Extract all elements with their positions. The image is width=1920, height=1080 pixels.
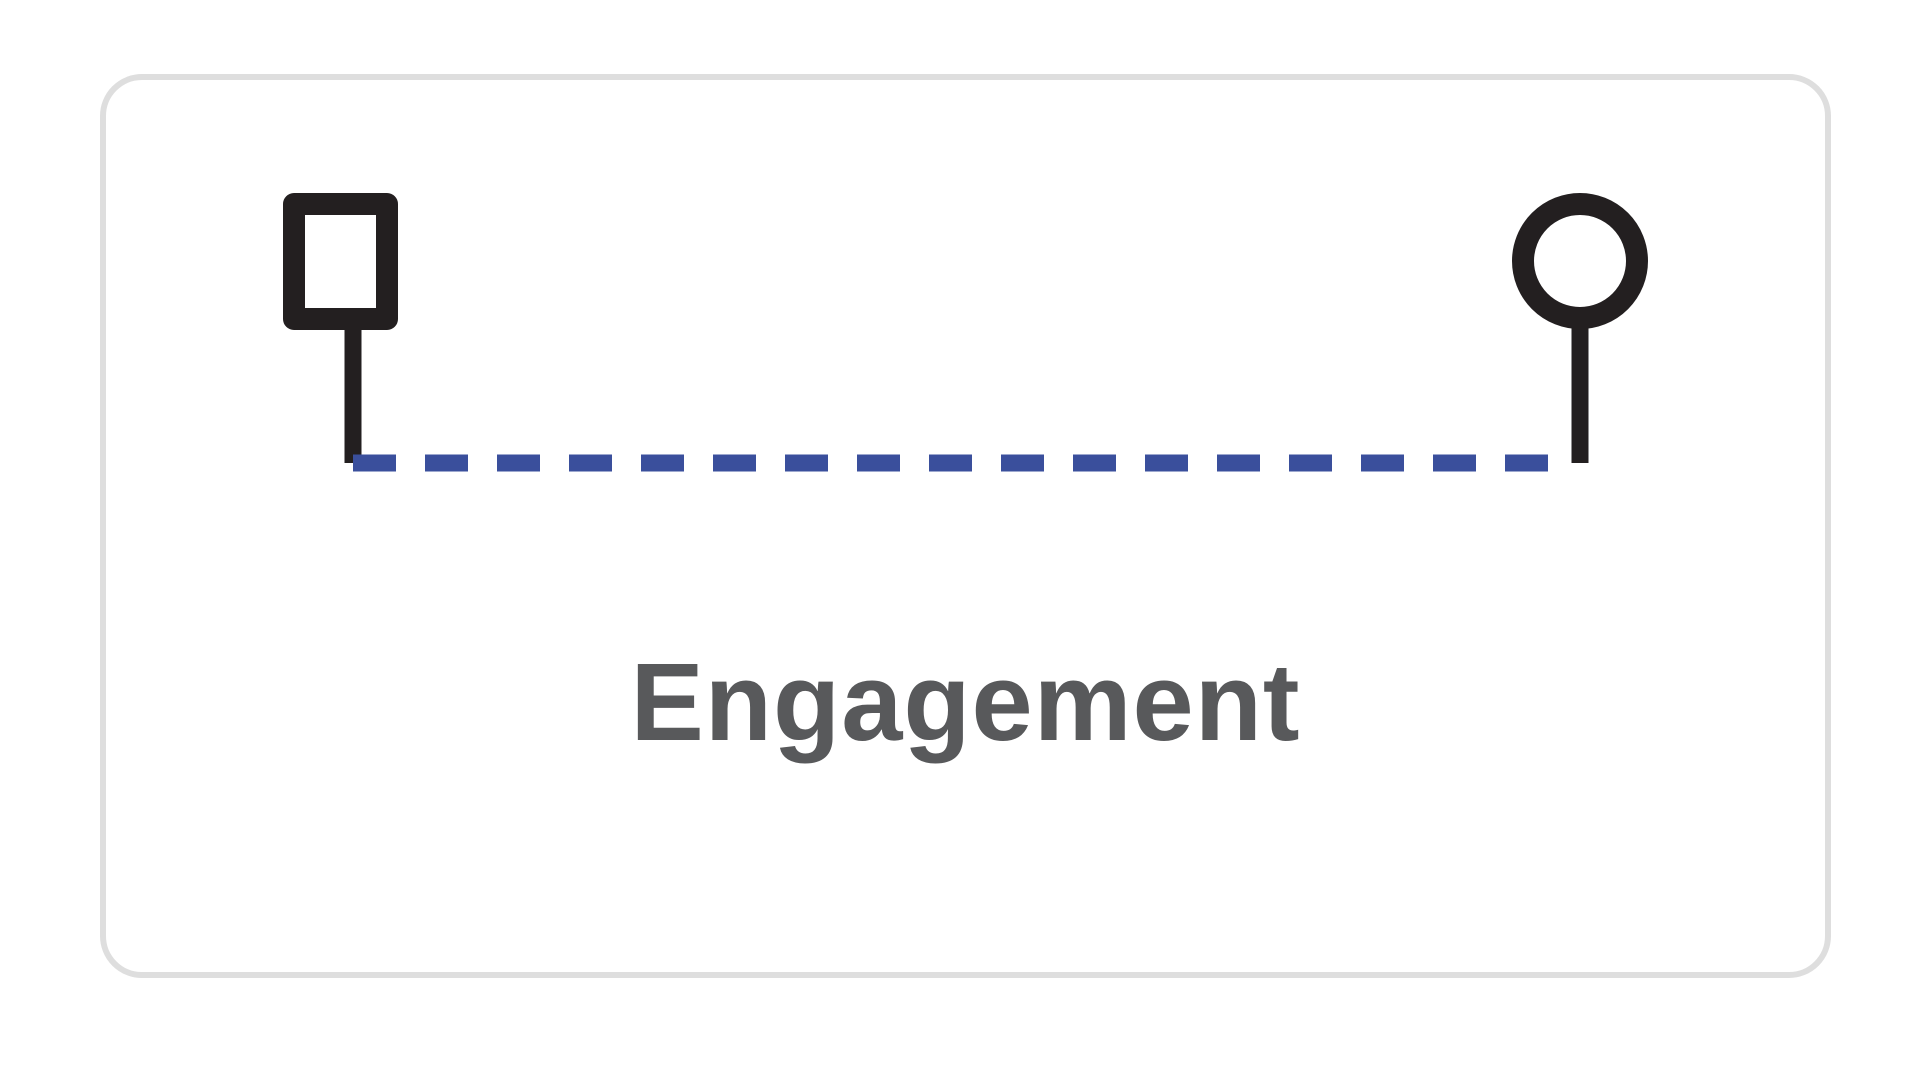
square-marker — [283, 193, 398, 330]
circle-marker — [1512, 193, 1648, 329]
square-pin-icon — [283, 193, 398, 463]
diagram-caption: Engagement — [630, 641, 1301, 764]
circle-pin-icon — [1512, 193, 1648, 463]
